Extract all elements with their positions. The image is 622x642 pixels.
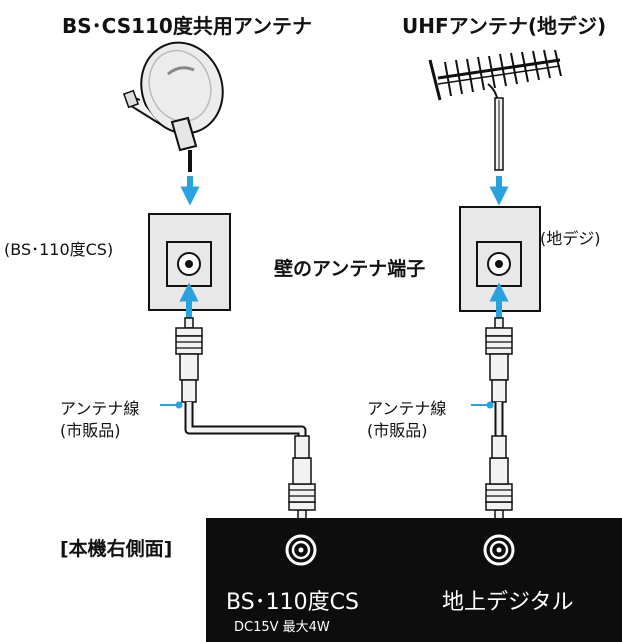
cable-label-left: アンテナ線 [60,399,140,418]
antenna-input-ports [285,534,515,566]
uhf-antenna-title: UHFアンテナ(地デジ) [402,14,607,38]
cable-label-pointer-right [471,401,494,409]
cable-plug-left-upper [175,317,203,403]
cable-sublabel-left: (市販品) [60,421,121,440]
cable-plug-right-upper [485,317,513,403]
device-side-label: [本機右側面] [60,538,173,560]
wall-outlet-right [459,206,541,312]
outlet-label-terrestrial: (地デジ) [540,229,601,248]
cable-plug-left-lower [288,435,316,521]
wall-outlet-title: 壁のアンテナ端子 [274,258,426,280]
outlet-label-bs: (BS･110度CS) [4,240,114,259]
cable-sublabel-right: (市販品) [367,421,428,440]
antenna-cable-left [184,402,307,440]
terrestrial-port-icon[interactable] [483,534,515,566]
bs-port-label: BS･110度CS [226,590,359,615]
terrestrial-port-label: 地上デジタル [442,590,574,615]
cable-plug-right-lower [485,435,513,521]
satellite-antenna-title: BS･CS110度共用アンテナ [62,14,313,38]
bs-port-icon[interactable] [285,534,317,566]
satellite-dish-icon [122,41,224,172]
cable-label-right: アンテナ線 [367,399,447,418]
uhf-antenna-icon [428,49,562,171]
cable-label-pointer-left [160,401,183,409]
bs-power-note: DC15V 最大4W [234,620,330,635]
device-side-panel: BS･110度CS DC15V 最大4W 地上デジタル [206,518,622,642]
